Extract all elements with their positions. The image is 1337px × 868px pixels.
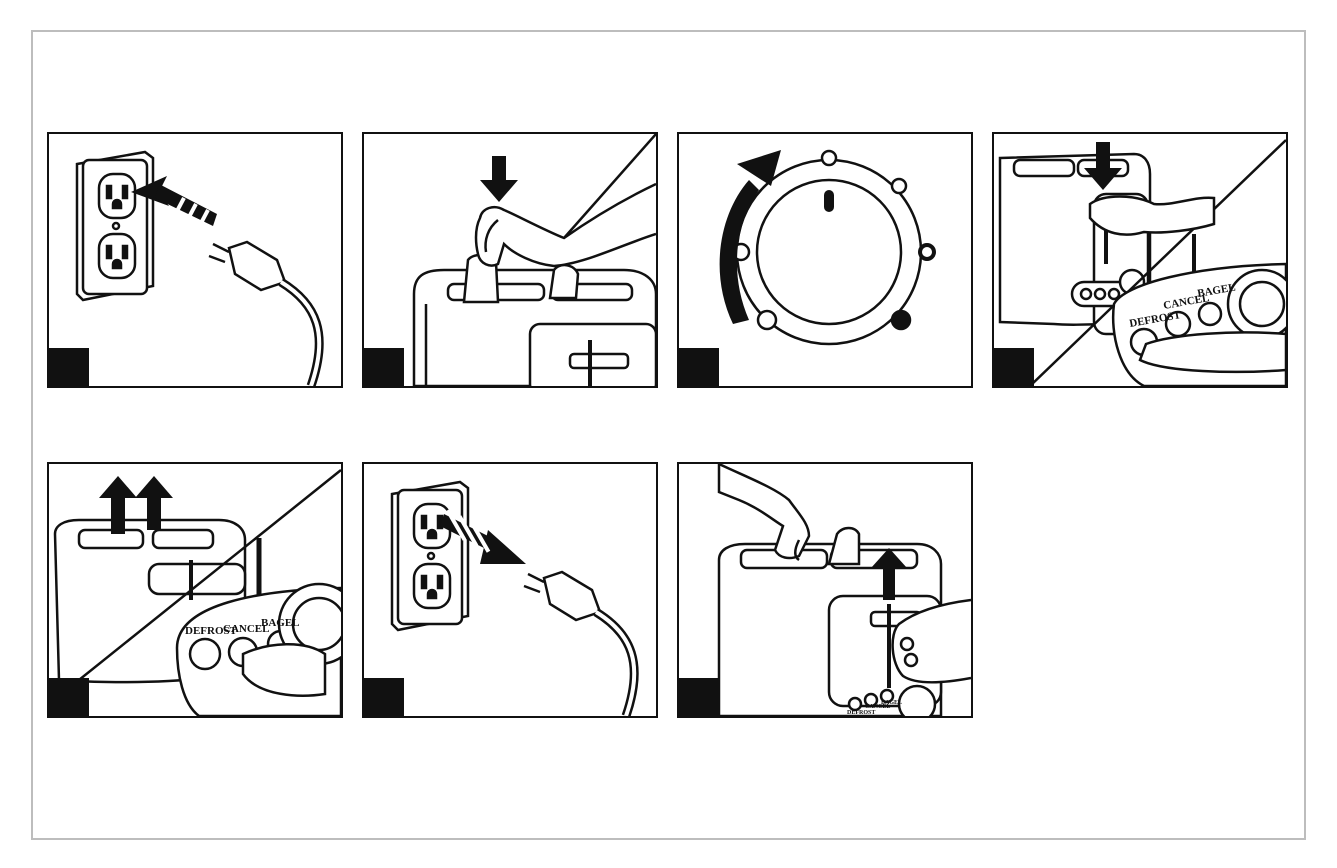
press-lever-illustration: DEFROST CANCEL BAGEL [994, 134, 1286, 386]
lift-illustration: DEFROST CANCEL BAGEL [679, 464, 971, 716]
panel-cancel-toast-pops-up: DEFROST CANCEL BAGEL [47, 462, 343, 718]
wall-outlet-icon [392, 482, 468, 630]
bagel-label: BAGEL [261, 617, 300, 629]
panel-plug-in [47, 132, 343, 388]
defrost-label: DEFROST [847, 710, 875, 716]
step-number-box [679, 678, 719, 716]
step-number-box [364, 678, 404, 716]
step-number-box [679, 348, 719, 386]
panel-unplug [362, 462, 658, 718]
panel-press-lever-and-select: DEFROST CANCEL BAGEL [992, 132, 1288, 388]
step-number-box [49, 348, 89, 386]
plug-in-illustration [49, 134, 341, 386]
step-number-box [364, 348, 404, 386]
wall-outlet-icon [77, 152, 153, 300]
step-number-box [994, 348, 1034, 386]
toaster-icon [414, 265, 656, 386]
bagel-label: BAGEL [881, 700, 902, 706]
plug-icon [524, 572, 634, 716]
insert-bread-illustration [364, 134, 656, 386]
plug-icon [209, 242, 319, 386]
unplug-illustration [364, 464, 656, 716]
cancel-illustration: DEFROST CANCEL BAGEL [49, 464, 341, 716]
step-number-box [49, 678, 89, 716]
down-arrow-icon [480, 156, 518, 202]
dial-illustration [679, 134, 971, 386]
panel-lift-and-remove: DEFROST CANCEL BAGEL [677, 462, 973, 718]
panel-insert-bread [362, 132, 658, 388]
panel-set-shade-dial [677, 132, 973, 388]
